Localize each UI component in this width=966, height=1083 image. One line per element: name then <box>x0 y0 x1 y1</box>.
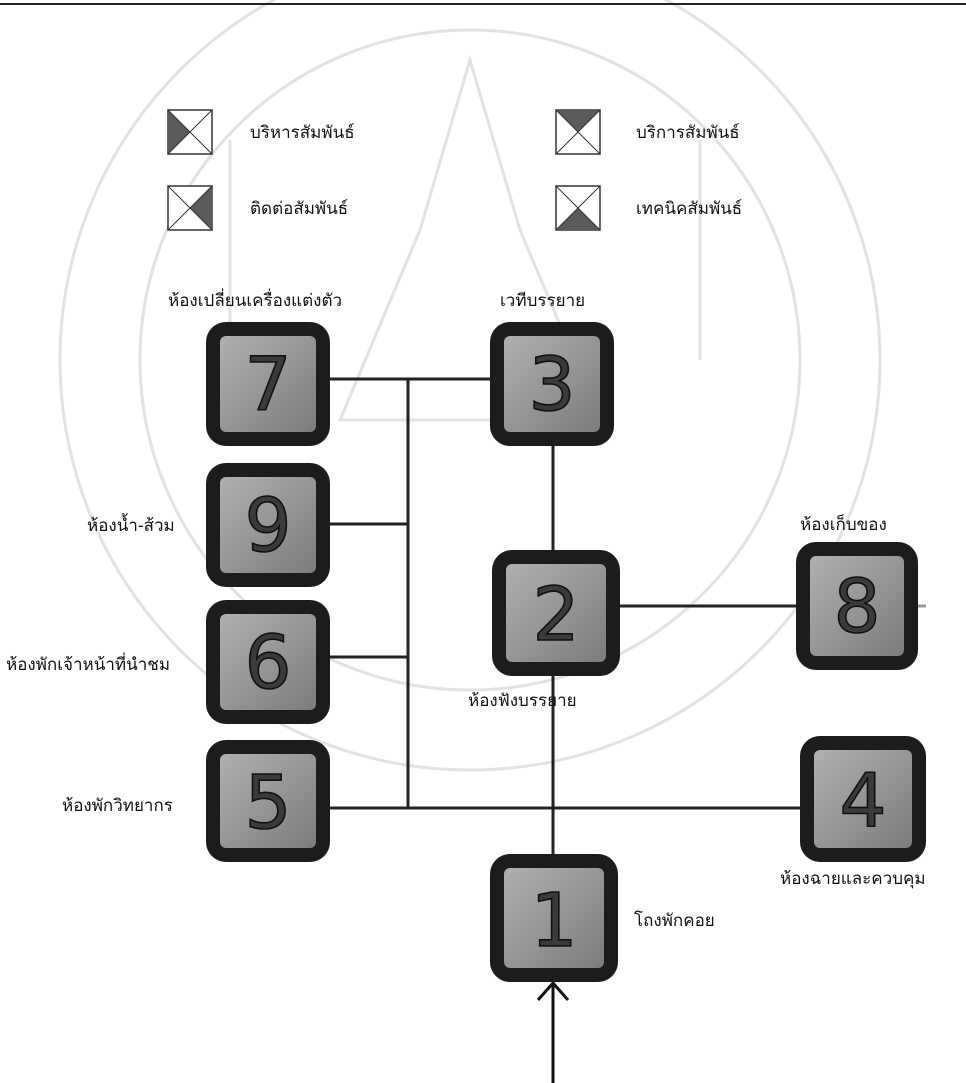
room-tile-8: 8 <box>796 542 918 670</box>
legend-label-contact: ติดต่อสัมพันธ์ <box>250 199 348 219</box>
room-label-3: เวทีบรรยาย <box>500 291 585 311</box>
room-label-1: โถงพักคอย <box>634 910 715 931</box>
room-label-5: ห้องพักวิทยากร <box>62 796 173 816</box>
room-number-6: 6 <box>244 620 291 706</box>
technical-relation-icon <box>555 185 601 231</box>
room-number-2: 2 <box>532 572 579 658</box>
room-number-9: 9 <box>244 483 291 569</box>
room-tile-9: 9 <box>206 463 330 587</box>
room-tile-1: 1 <box>490 854 618 982</box>
room-label-7: ห้องเปลี่ยนเครื่องแต่งตัว <box>168 288 342 311</box>
room-tile-6: 6 <box>206 600 330 724</box>
service-relation-icon <box>555 109 601 155</box>
room-label-6: ห้องพักเจ้าหน้าที่นำชม <box>6 652 170 675</box>
room-tile-2: 2 <box>492 550 620 676</box>
room-number-8: 8 <box>833 564 880 650</box>
room-tile-7: 7 <box>206 322 330 446</box>
watermark-seal <box>58 0 882 772</box>
legend-label-service: บริการสัมพันธ์ <box>636 123 740 143</box>
entry-arrow-icon <box>536 980 570 1083</box>
contact-relation-icon <box>167 185 213 231</box>
room-number-1: 1 <box>530 878 577 964</box>
room-label-4: ห้องฉายและควบคุม <box>780 869 926 889</box>
legend-label-technical: เทคนิคสัมพันธ์ <box>636 199 742 219</box>
room-label-2: ห้องฟังบรรยาย <box>468 691 577 711</box>
room-label-8: ห้องเก็บของ <box>800 513 887 535</box>
room-tile-5: 5 <box>206 740 330 862</box>
room-number-3: 3 <box>528 342 575 428</box>
room-number-7: 7 <box>244 342 291 428</box>
admin-relation-icon <box>167 109 213 155</box>
room-number-5: 5 <box>244 760 291 846</box>
connector-lines <box>328 377 926 858</box>
legend-label-admin: บริหารสัมพันธ์ <box>250 123 355 143</box>
room-tile-4: 4 <box>800 736 926 862</box>
room-tile-3: 3 <box>490 322 614 446</box>
room-number-4: 4 <box>839 758 886 844</box>
room-label-9: ห้องน้ำ-ส้วม <box>87 513 175 536</box>
